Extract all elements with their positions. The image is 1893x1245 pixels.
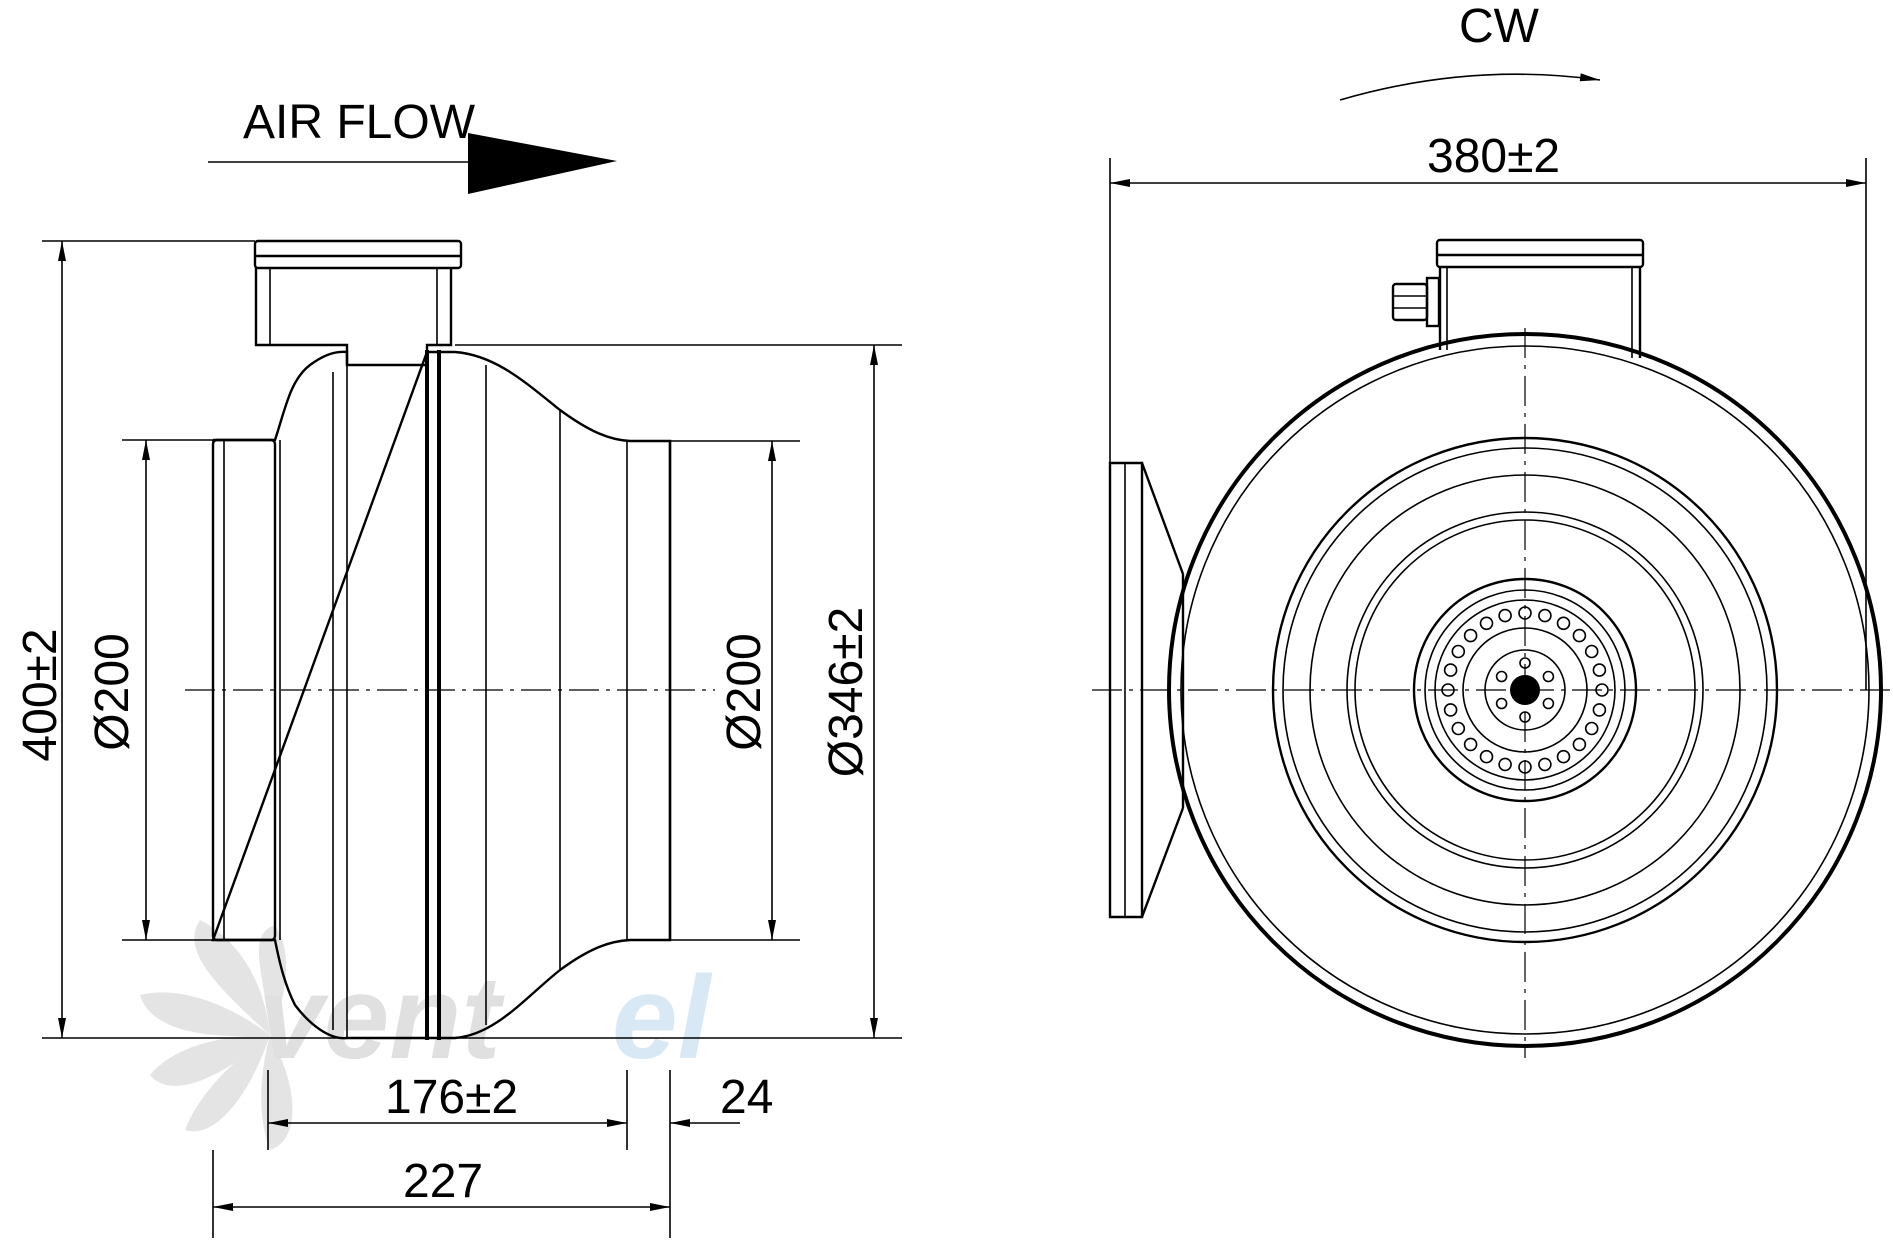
- front-view: [1092, 238, 1893, 1058]
- width-label: 380±2: [1427, 130, 1560, 183]
- dimension-outlet-diameter: Ø200: [670, 440, 800, 941]
- dimension-spigot-length: 24: [669, 1070, 773, 1238]
- dimension-height: 400±2: [14, 240, 347, 1039]
- bolt-hole: [1451, 644, 1466, 659]
- bolt-hole: [1592, 703, 1607, 717]
- bolt-hole: [1556, 616, 1571, 631]
- bolt-hole: [1479, 749, 1494, 764]
- dimension-total-length: 227: [212, 1150, 670, 1238]
- inlet-diameter-label: Ø200: [86, 633, 139, 750]
- outlet-diameter-label: Ø200: [718, 633, 771, 750]
- height-label: 400±2: [14, 628, 67, 761]
- hub-holes: [1495, 657, 1555, 723]
- housing-diameter-label: Ø346±2: [820, 607, 873, 777]
- air-flow-annotation: AIR FLOW: [208, 96, 617, 194]
- air-flow-arrow-icon: [468, 133, 617, 194]
- bolt-hole: [1584, 721, 1599, 736]
- hub-hole: [1542, 697, 1555, 710]
- watermark-text-el: el: [612, 952, 713, 1084]
- bolt-hole: [1538, 757, 1552, 772]
- bolt-hole: [1463, 737, 1478, 752]
- bolt-hole: [1538, 608, 1552, 623]
- front-terminal-box: [1391, 238, 1645, 358]
- bolt-hole: [1463, 628, 1478, 643]
- hub-hole: [1542, 670, 1555, 683]
- dimension-inlet-diameter: Ø200: [86, 439, 213, 941]
- bolt-hole: [1584, 644, 1599, 659]
- terminal-box: [253, 239, 463, 367]
- body-length-label: 176±2: [385, 1071, 518, 1124]
- bolt-hole: [1443, 663, 1458, 677]
- total-length-label: 227: [403, 1155, 483, 1208]
- cable-gland-icon: [1391, 276, 1441, 328]
- bolt-hole: [1498, 757, 1512, 772]
- bolt-hole: [1479, 616, 1494, 631]
- housing-outline: [211, 350, 672, 1040]
- bolt-hole: [1451, 721, 1466, 736]
- air-flow-label: AIR FLOW: [243, 96, 476, 149]
- hub-hole: [1495, 670, 1508, 683]
- rotation-arrow-icon: [1339, 73, 1601, 101]
- dimension-body-length: 176±2: [267, 1070, 628, 1150]
- bolt-ring: [1441, 606, 1609, 774]
- side-view: [185, 239, 715, 1040]
- rotation-label: CW: [1459, 0, 1540, 53]
- watermark-text-vent: vent: [258, 952, 505, 1084]
- dimension-width: 380±2: [1109, 130, 1867, 690]
- dimension-housing-diameter: Ø346±2: [455, 344, 902, 1039]
- bolt-hole: [1572, 628, 1587, 643]
- rotation-annotation: CW: [1339, 0, 1601, 101]
- bolt-hole: [1592, 663, 1607, 677]
- bolt-hole: [1556, 749, 1571, 764]
- hub-hole: [1495, 697, 1508, 710]
- bolt-hole: [1443, 703, 1458, 717]
- mounting-bracket: [1108, 461, 1185, 919]
- spigot-length-label: 24: [720, 1071, 773, 1124]
- bolt-hole: [1498, 608, 1512, 623]
- bolt-hole: [1572, 737, 1587, 752]
